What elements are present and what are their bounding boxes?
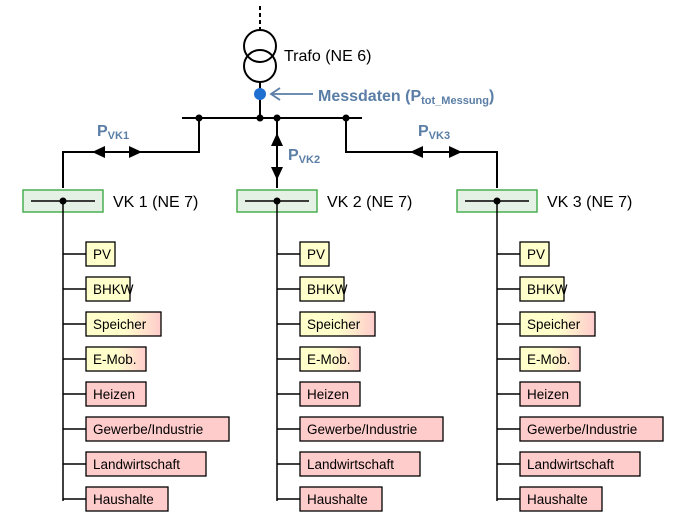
component-box	[519, 241, 550, 267]
component-label: BHKW	[93, 282, 134, 297]
component-box	[85, 276, 131, 302]
measurement-arrow-head	[269, 87, 281, 101]
component-label: Haushalte	[527, 492, 588, 507]
component-label: E-Mob.	[307, 352, 351, 367]
vk-label-3: VK 3 (NE 7)	[547, 194, 632, 211]
component-box	[85, 346, 147, 372]
component-box	[299, 381, 361, 407]
component-box	[299, 311, 376, 337]
component-label: Heizen	[307, 387, 349, 402]
flow-arrow-vk3-left	[410, 146, 423, 158]
flow-arrow-vk1-right	[129, 146, 142, 158]
component-box	[85, 416, 230, 442]
component-box	[519, 381, 581, 407]
component-box	[299, 486, 383, 512]
component-box	[85, 241, 116, 267]
component-label: Haushalte	[307, 492, 368, 507]
component-box	[519, 451, 641, 477]
component-box	[299, 241, 330, 267]
component-box	[519, 486, 603, 512]
vk-label-1: VK 1 (NE 7)	[113, 194, 198, 211]
component-label: PV	[527, 247, 545, 262]
component-label: E-Mob.	[527, 352, 571, 367]
component-label: PV	[93, 247, 111, 262]
component-label: Speicher	[527, 317, 581, 332]
component-label: Gewerbe/Industrie	[307, 422, 417, 437]
component-label: Heizen	[527, 387, 569, 402]
transformer-label: Trafo (NE 6)	[284, 48, 371, 65]
component-box	[519, 311, 596, 337]
busbar-node-center	[256, 114, 264, 122]
flow-arrow-vk1-left	[92, 146, 105, 158]
component-label: BHKW	[307, 282, 348, 297]
component-box	[299, 451, 421, 477]
measurement-point	[254, 88, 266, 100]
component-box	[519, 346, 581, 372]
component-label: PV	[307, 247, 325, 262]
component-label: E-Mob.	[93, 352, 137, 367]
transformer-lower-coil	[243, 49, 277, 83]
component-box	[519, 416, 664, 442]
flow-arrow-vk2-down	[271, 167, 283, 180]
flow-label-vk1: PVK1	[97, 123, 129, 142]
component-box	[85, 486, 169, 512]
transformer-upper-coil	[243, 29, 277, 63]
flow-arrow-vk2-up	[271, 133, 283, 146]
component-label: BHKW	[527, 282, 568, 297]
component-label: Speicher	[307, 317, 361, 332]
vk-label-2: VK 2 (NE 7)	[327, 194, 412, 211]
component-box	[519, 276, 565, 302]
component-label: Speicher	[93, 317, 147, 332]
flow-label-vk3: PVK3	[418, 123, 450, 142]
measurement-label: Messdaten (Ptot_Messung)	[318, 88, 494, 107]
component-box	[85, 311, 162, 337]
flow-label-vk2: PVK2	[288, 147, 320, 166]
component-label: Landwirtschaft	[307, 457, 394, 472]
component-label: Haushalte	[93, 492, 154, 507]
component-label: Landwirtschaft	[527, 457, 614, 472]
component-label: Heizen	[93, 387, 135, 402]
component-label: Gewerbe/Industrie	[93, 422, 203, 437]
component-label: Gewerbe/Industrie	[527, 422, 637, 437]
component-box	[299, 346, 361, 372]
component-label: Landwirtschaft	[93, 457, 180, 472]
component-box	[299, 276, 345, 302]
component-box	[299, 416, 444, 442]
component-box	[85, 451, 207, 477]
component-box	[85, 381, 147, 407]
flow-arrow-vk3-right	[449, 146, 462, 158]
